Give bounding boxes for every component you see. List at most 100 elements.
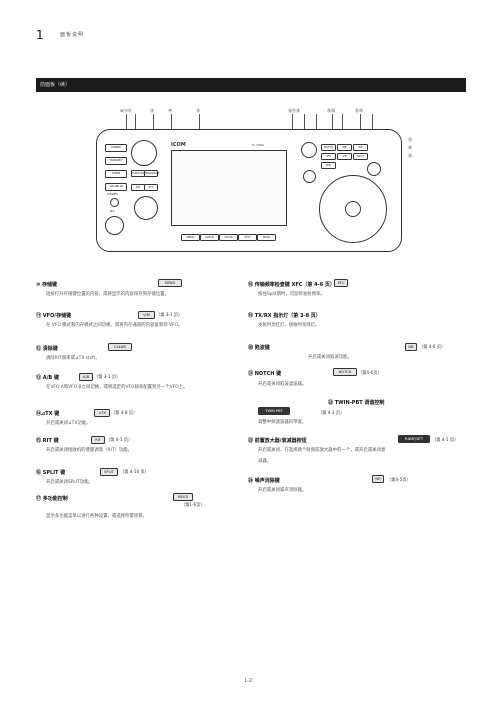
function-button[interactable]: FUNCTION [131,170,146,177]
banner-text: 前面板（续） [40,82,71,88]
item-dtx-key: ⑭⊿TX 键 [36,411,60,417]
desc-notch-mode-key: 开启或关闭陷波功能。 [308,355,352,360]
ref-vfo-memory: （第 3-1 页） [156,312,183,317]
desc-noise-reduction: 开启或关闭噪声消除器。 [258,488,307,493]
key-vm: V/M [138,311,155,319]
chapter-title: 面板说明 [60,32,85,38]
af-rf-knob[interactable] [131,140,157,166]
item-memory-key: ⑩ 存储键 [36,282,57,288]
dial-center-icon [345,201,361,217]
key-twin-pbt: TWIN PBT [258,407,290,415]
brand-logo: ICOM [171,142,186,148]
transmit-button[interactable]: TRANSMIT [105,157,127,165]
callout-top-3: ⑭ [168,108,172,113]
phones-jack-icon[interactable] [110,198,119,207]
vfo-button[interactable]: VFO [321,153,336,160]
key-nr: NR [372,475,384,483]
item-ab-key: ⑬ A/B 键 [36,375,59,381]
desc-vfo-memory: 在 VFO 模式和内存模式之间切换，或将内存通道的内容复制到 VFO。 [46,323,183,328]
item-multi-control: ⑰ 多功能控制 [36,496,68,502]
radio-front-panel: POWER TRANSMIT TUNER VOX/BK-IN PHONES MI… [96,129,402,252]
key-rit: RIT [91,436,105,444]
desc-preamp-att-1: 开启或关闭，在选择两个射频前放大器中的一个，或开启或关闭衰 [258,448,386,453]
tx-rx-indicator-icon [367,162,381,176]
power-button[interactable]: POWER [105,144,127,152]
multi-button[interactable]: MULTI [257,234,276,241]
key-clear: CLEAR [108,343,132,351]
model-label: IC-7300 [252,143,264,147]
ref-rit-key: （第 4-1 页） [106,437,133,442]
desc-memory-key: 短按打开存储键位置的内容，或将显示的内容保存到存储位置。 [46,292,169,297]
exit-button[interactable]: EXIT [238,234,257,241]
item-tx-rx-indicator: ⑲ TX/RX 指示灯（第 3-8 页） [248,313,321,319]
rit-button[interactable]: RIT [131,184,145,191]
split-button[interactable]: SPLIT [353,153,368,160]
menu-button[interactable]: MENU [181,234,200,241]
ref-split-key: （第 4-10 页） [120,469,149,474]
ref-notch-mode-key: （第 4-6 页） [419,344,446,349]
nb-button[interactable]: NB [337,144,352,151]
desc-multi-control: 显示多功能菜单以进行各种设置，或选择所需项目。 [46,514,147,519]
vox-bkin-button[interactable]: VOX/BK-IN [105,183,127,191]
minscope-button[interactable]: MIN/SCOPE [144,170,160,177]
callout-top-2: ⑬ [150,108,154,113]
key-preamp-att: P.AMP/ATT [398,435,430,443]
item-vfo-memory: ⑪ VFO/存储键 [36,313,72,319]
callout-top-7: ㉑㉒ [355,108,363,113]
callout-top-4: ⑮ [196,108,200,113]
desc-dtx-key: 开启或关闭⊿TX功能。 [46,421,91,426]
key-multi: MULTI [173,493,193,501]
section-banner: 前面板（续） [36,78,466,92]
desc-split-key: 开启或关闭SPLIT功能。 [46,480,93,485]
desc-rit-key: 开启或关闭接收机的增量调谐（RIT）功能。 [46,448,133,453]
multi-knob[interactable] [134,196,158,220]
key-notch: NOTCH [333,368,357,376]
page-number: 1-2 [244,678,253,684]
xfc-button[interactable]: XFC [144,184,158,191]
desc-preamp-att-2: 减器。 [258,459,272,464]
key-xfc: XFC [334,279,348,287]
desc-xfc-key: 按住Split期时，可监听发射频率。 [258,292,325,297]
tuner-button[interactable]: TUNER [105,170,127,178]
callout-right-1: ㉓ [408,137,412,142]
item-rit-key: ⑮ RIT 键 [36,438,59,444]
ref-ab-key: （第 3-1 页） [94,374,121,379]
callout-top-5: ⑯⑰⑱ [288,108,300,113]
notch-button[interactable]: NOTCH [321,144,336,151]
chapter-number: 1 [36,28,44,42]
ref-noise-reduction: （第4-5页） [387,477,411,482]
callout-top-6: ⑲⑳ [327,108,335,113]
ref-preamp-att: （第 4-1 页） [432,437,459,442]
item-split-key: ⑯ SPLIT 键 [36,470,66,476]
key-split: SPLIT [100,468,118,476]
callout-top-1: ⑩⑪⑫ [120,108,132,113]
item-preamp-att: ㉓ 前置放大器/衰减器按钮 [248,438,307,444]
callout-right-3: ㉕ [408,153,412,158]
desc-ab-key: 在VFO A和VFO B之间切换，或将选定的VFO频率配置到另一个VFO上。 [46,385,188,390]
mic-label: MIC [110,210,115,213]
quick-button[interactable]: QUICK [219,234,238,241]
item-clear-key: ⑫ 清除键 [36,346,58,352]
key-nb: NB [405,343,417,351]
nr-button[interactable]: NR [353,144,368,151]
phones-label: PHONES [107,193,118,196]
key-dtx: ⊿TX [94,409,110,417]
item-notch-mode-key: ⑳ 陷波键 [248,345,270,351]
desc-tx-rx-indicator: 发射时亮红灯，接收时亮绿灯。 [258,323,320,328]
mw-button[interactable]: MW [321,162,336,169]
clear-button[interactable]: CLEAR [200,234,219,241]
desc-twin-pbt: 调整中频滤波器的带宽。 [258,420,307,425]
item-xfc-key: ⑱ 传输频率检查键 XFC（第 4-6 页） [248,282,335,288]
desc-notch-key: 开启或关闭陷波滤波器。 [258,382,307,387]
mic-connector-icon[interactable] [105,216,124,235]
twin-pbt-knob[interactable] [301,142,317,158]
rit-knob[interactable] [303,170,316,183]
ab-button[interactable]: A/B [337,153,352,160]
ref-twin-pbt: （第 4-3 页） [318,410,345,415]
item-notch-key: ㉑ NOTCH 键 [248,371,282,377]
ref-dtx-key: （第 4-8 页） [111,410,138,415]
touch-screen-display[interactable] [171,150,287,226]
key-mpad: MPAD [158,279,182,287]
callout-right-2: ㉔ [408,145,412,150]
desc-clear-key: 清除RIT频率或⊿TX shift。 [46,356,100,361]
